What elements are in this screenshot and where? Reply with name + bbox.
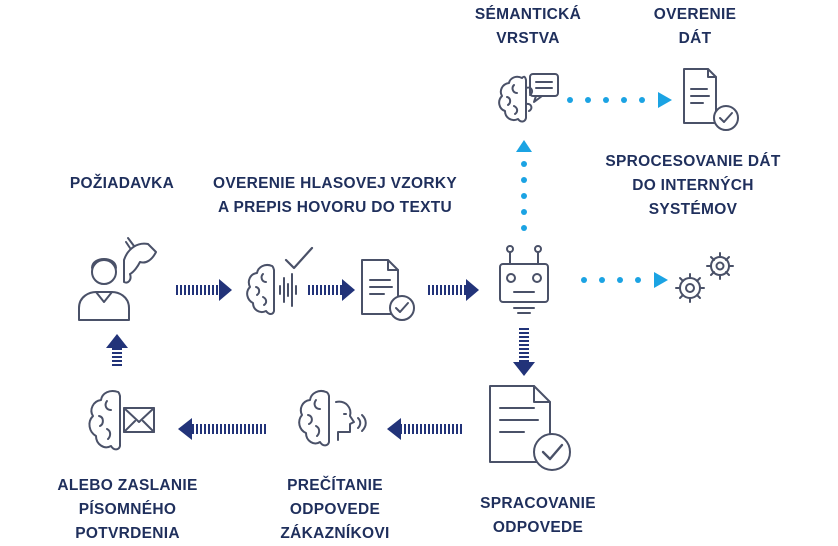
label-request: POŽIADAVKA: [69, 175, 175, 192]
arrow-voice-to-transcript: [308, 279, 355, 301]
brain-speaking-icon: [298, 390, 367, 447]
arrow-request-to-voice: [176, 279, 232, 301]
arrow-transcript-to-robot: [428, 279, 479, 301]
gears-icon: [675, 252, 734, 303]
dotted-arrow-semantic-to-verification: [567, 92, 672, 108]
dotted-arrow-robot-to-semantic: [516, 140, 532, 231]
chatbot-robot-icon: [499, 245, 549, 314]
dotted-arrow-robot-to-gears: [581, 272, 668, 288]
transcript-document-icon: [361, 259, 415, 321]
flow-arrows: [106, 279, 535, 440]
semantic-brain-chat-icon: [498, 73, 559, 123]
brain-voice-check-icon: [246, 246, 314, 315]
document-check-icon: [683, 68, 739, 131]
arrow-mail-to-customer: [106, 334, 128, 368]
response-document-icon: [489, 385, 571, 471]
arrow-reading-to-mail: [178, 418, 268, 440]
brain-mail-icon: [88, 390, 155, 451]
data-arrows: [516, 92, 672, 288]
arrow-response-to-reading: [387, 418, 464, 440]
arrow-robot-to-response: [513, 328, 535, 376]
customer-phone-icon: [78, 237, 157, 321]
